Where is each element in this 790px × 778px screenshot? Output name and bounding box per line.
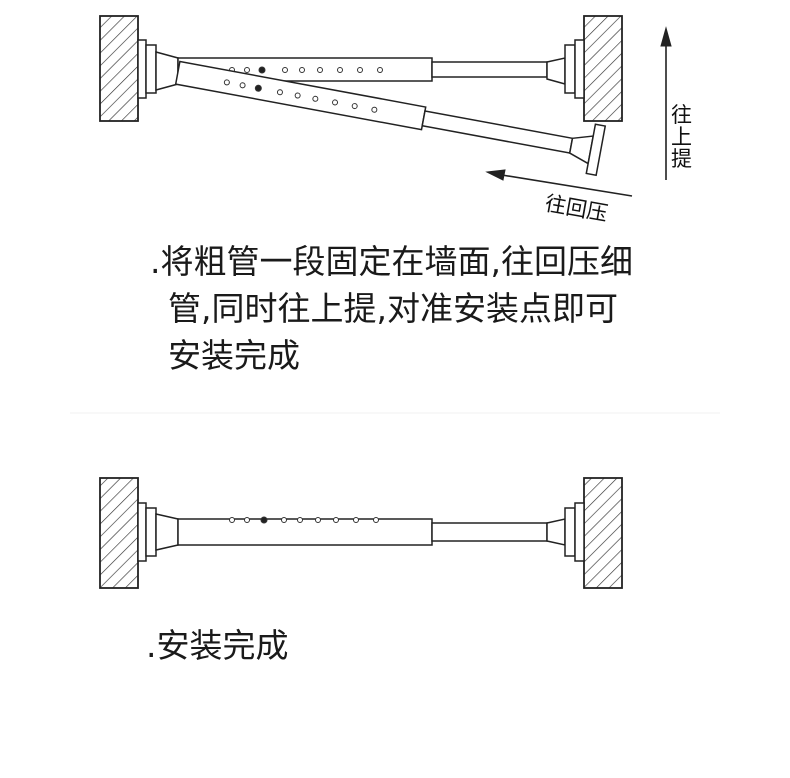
step-2-line-1: .安装完成 [146, 626, 289, 665]
lift-up-label-2: 上 [671, 125, 692, 149]
step-1-line-3: 安装完成 [168, 336, 300, 375]
left-wall-top [99, 15, 139, 122]
step-2-text: .安装完成 [146, 622, 546, 669]
press-back-arrow [485, 169, 633, 197]
rod-holes-bottom [229, 516, 379, 524]
press-back-label: 往回压 [543, 191, 609, 226]
right-wall-top [583, 15, 623, 122]
bottom-diagram [99, 477, 623, 589]
left-mount-top [137, 39, 179, 99]
top-diagram [99, 15, 672, 197]
lift-up-label-3: 提 [671, 147, 692, 171]
step-1-line-1: .将粗管一段固定在墙面,往回压细 [150, 242, 633, 281]
left-wall-bottom [99, 477, 139, 589]
tilted-rod [174, 60, 607, 177]
right-wall-bottom [583, 477, 623, 589]
installed-rod-bottom [137, 502, 585, 562]
step-1-line-2: 管,同时往上提,对准安装点即可 [168, 289, 618, 328]
rod-holes-top [229, 66, 383, 74]
lift-up-arrow [660, 26, 672, 180]
lift-up-label-1: 往 [671, 103, 692, 127]
step-1-text: .将粗管一段固定在墙面,往回压细 管,同时往上提,对准安装点即可 安装完成 [150, 238, 710, 379]
